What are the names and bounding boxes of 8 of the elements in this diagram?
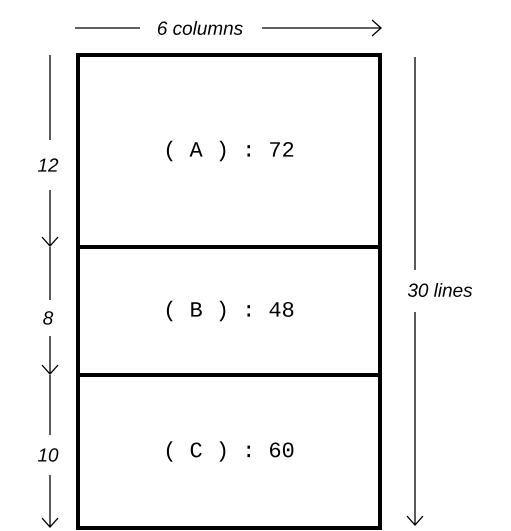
dimension-label: 6 columns <box>158 21 243 35</box>
dimension-label: 12 <box>38 158 58 172</box>
section-box: ( C ) : 60 <box>76 373 382 530</box>
dimension-label: 10 <box>38 448 58 462</box>
section-box: ( A ) : 72 <box>76 53 382 249</box>
section-box: ( B ) : 48 <box>76 245 382 377</box>
dimension-label: 30 lines <box>408 283 472 297</box>
dimension-label: 8 <box>43 311 54 325</box>
